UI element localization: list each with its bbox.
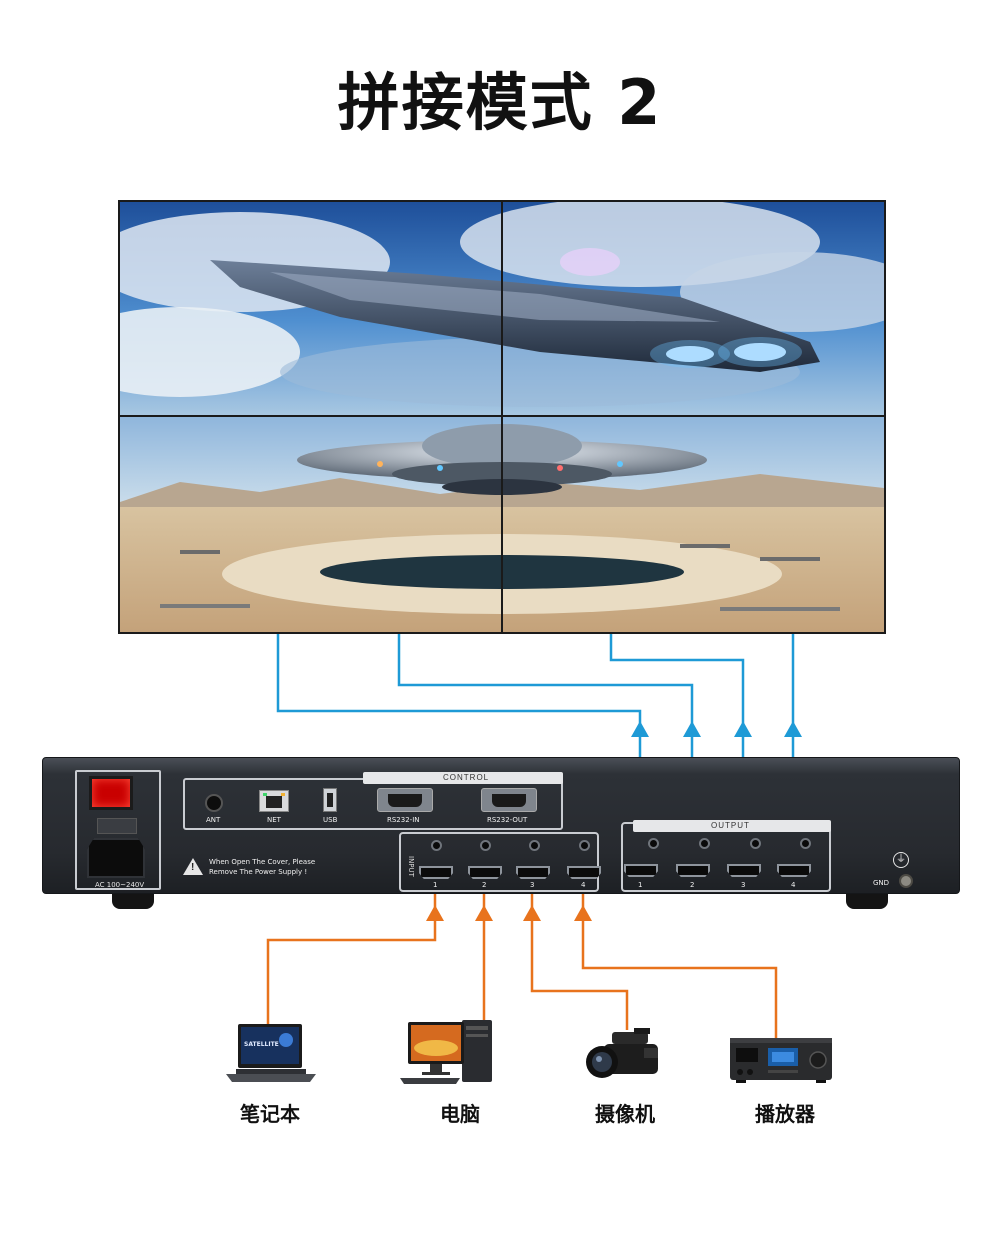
- output-panel: [621, 822, 831, 892]
- output-audio-jack-3[interactable]: [750, 838, 761, 849]
- output-hdmi-port-4[interactable]: [777, 864, 811, 877]
- warning-text-line1: When Open The Cover, Please: [209, 858, 316, 866]
- output-port-number-4: 4: [791, 881, 796, 889]
- source-label-laptop: 笔记本: [240, 1102, 300, 1126]
- ground-terminal[interactable]: [899, 874, 913, 888]
- warning-text-line2: Remove The Power Supply !: [209, 868, 308, 876]
- output-audio-jack-2[interactable]: [699, 838, 710, 849]
- media-player-icon: [730, 1038, 832, 1083]
- output-label: OUTPUT: [711, 821, 750, 830]
- warning-icon: [183, 858, 203, 875]
- desktop-computer-icon: [400, 1020, 492, 1084]
- input-audio-jack-3[interactable]: [529, 840, 540, 851]
- output-audio-jack-1[interactable]: [648, 838, 659, 849]
- power-module: [75, 770, 161, 890]
- output-audio-jack-4[interactable]: [800, 838, 811, 849]
- rs232-out-label: RS232-OUT: [487, 816, 528, 824]
- output-label-bar: [633, 820, 831, 832]
- output-port-number-1: 1: [638, 881, 643, 889]
- input-port-number-2: 2: [482, 881, 487, 889]
- control-label-bar: [363, 772, 563, 784]
- power-rating-label: AC 100~240V: [95, 881, 145, 889]
- video-wall: [118, 200, 886, 634]
- splicing-processor: AC 100~240V CONTROL ANT NET USB RS232-IN…: [42, 757, 960, 894]
- input-hdmi-port-1[interactable]: [419, 866, 453, 879]
- antenna-port[interactable]: [205, 794, 223, 812]
- input-cable-1: [266, 883, 437, 1030]
- input-arrow-4: [574, 905, 592, 921]
- output-arrow-1: [631, 721, 649, 737]
- power-switch[interactable]: [89, 776, 133, 810]
- rs232-out-port[interactable]: [481, 788, 537, 812]
- output-arrow-4: [784, 721, 802, 737]
- input-audio-jack-4[interactable]: [579, 840, 590, 851]
- usb-port[interactable]: [323, 788, 337, 812]
- power-socket[interactable]: [87, 838, 145, 878]
- source-label-computer: 电脑: [440, 1102, 480, 1126]
- control-label: CONTROL: [443, 773, 490, 782]
- input-cable-4: [581, 883, 778, 1040]
- output-arrow-2: [683, 721, 701, 737]
- ground-icon: ⏚: [893, 852, 909, 868]
- input-audio-jack-2[interactable]: [480, 840, 491, 851]
- output-port-number-3: 3: [741, 881, 746, 889]
- warning-icon-mark: !: [191, 862, 195, 873]
- output-hdmi-port-1[interactable]: [624, 864, 658, 877]
- video-camera-icon: [586, 1028, 658, 1078]
- output-arrow-3: [734, 721, 752, 737]
- input-port-number-3: 3: [530, 881, 535, 889]
- gnd-label: GND: [873, 879, 890, 887]
- source-label-camera: 摄像机: [595, 1102, 655, 1126]
- net-label: NET: [267, 816, 281, 824]
- output-hdmi-port-2[interactable]: [676, 864, 710, 877]
- device-foot-left: [112, 889, 154, 909]
- laptop-screen-text: SATELLITE: [244, 1041, 279, 1048]
- fuse-holder: [97, 818, 137, 834]
- usb-label: USB: [323, 816, 338, 824]
- source-label-player: 播放器: [755, 1102, 815, 1126]
- device-foot-right: [846, 889, 888, 909]
- input-arrow-1: [426, 905, 444, 921]
- ethernet-port[interactable]: [259, 790, 289, 812]
- input-hdmi-port-3[interactable]: [516, 866, 550, 879]
- input-hdmi-port-2[interactable]: [468, 866, 502, 879]
- input-arrow-2: [475, 905, 493, 921]
- input-label: INPUT: [407, 856, 415, 877]
- input-port-number-1: 1: [433, 881, 438, 889]
- output-port-number-2: 2: [690, 881, 695, 889]
- rs232-in-label: RS232-IN: [387, 816, 420, 824]
- laptop-icon: SATELLITE: [226, 1024, 316, 1082]
- input-hdmi-port-4[interactable]: [567, 866, 601, 879]
- page-title: 拼接模式 2: [337, 66, 663, 139]
- rs232-in-port[interactable]: [377, 788, 433, 812]
- input-arrow-3: [523, 905, 541, 921]
- output-hdmi-port-3[interactable]: [727, 864, 761, 877]
- ant-label: ANT: [206, 816, 221, 824]
- input-audio-jack-1[interactable]: [431, 840, 442, 851]
- input-port-number-4: 4: [581, 881, 586, 889]
- input-panel: [399, 832, 599, 892]
- input-cable-3: [530, 883, 629, 1030]
